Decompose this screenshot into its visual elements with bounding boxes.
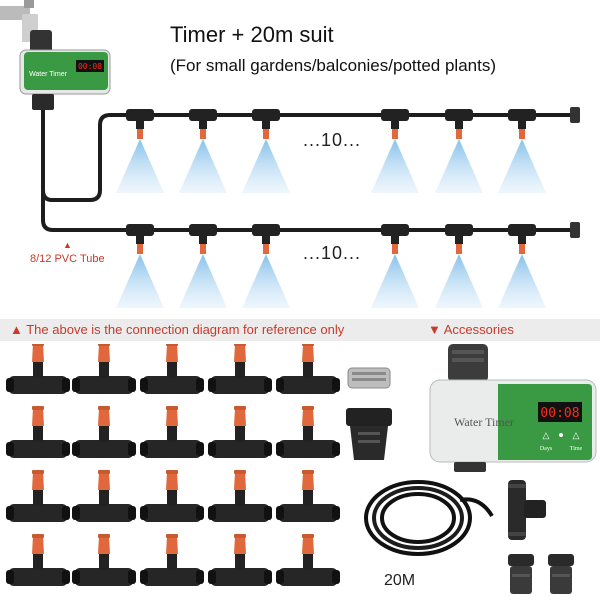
quick-connector-icon (346, 408, 392, 460)
end-plug-icon (548, 554, 574, 594)
timer-large-display: 00:08 (540, 406, 579, 421)
timer-indicator-dot (559, 433, 563, 437)
timer-time-icon: △ (573, 430, 580, 440)
connection-diagram: 00:08 Water Timer ...10... ...10... (0, 0, 580, 308)
lower-row-count-label: ...10... (303, 243, 361, 263)
page-subtitle: (For small gardens/balconies/potted plan… (170, 56, 496, 75)
timer-days-icon: △ (543, 430, 550, 440)
hose-coil-icon (364, 480, 494, 556)
end-plug-icon (508, 554, 534, 594)
timer-large: 00:08 Water Timer △ △ Days Time (429, 344, 597, 472)
lower-row-sprinklers (116, 222, 580, 308)
sprinkler-part-icon (6, 406, 340, 458)
thread-adapter-icon (347, 367, 391, 389)
sprinkler-parts-grid (6, 344, 340, 586)
upper-row-sprinklers (116, 107, 580, 193)
timer-small-label: Water Timer (29, 71, 68, 78)
timer-time-label: Time (570, 446, 583, 452)
tube-label: 8/12 PVC Tube (30, 253, 105, 265)
accessories-title: ▼ Accessories (428, 322, 514, 337)
timer-large-label: Water Timer (454, 415, 514, 429)
hose-length-label: 20M (384, 572, 416, 589)
tube-arrow-icon: ▲ (63, 240, 72, 250)
timer-days-label: Days (540, 446, 553, 452)
sprinkler-part-icon (6, 470, 340, 522)
adapter-parts (346, 367, 392, 460)
timer-small-icon: 00:08 Water Timer (19, 30, 111, 110)
reference-note: ▲ The above is the connection diagram fo… (10, 322, 345, 337)
fittings (508, 480, 574, 594)
tee-fitting-icon (508, 480, 546, 540)
section-band (0, 319, 600, 341)
upper-row-count-label: ...10... (303, 130, 361, 150)
page-title: Timer + 20m suit (170, 22, 334, 47)
sprinkler-part-icon (6, 534, 340, 586)
timer-small-display: 00:08 (78, 62, 102, 71)
sprinkler-part-icon (6, 344, 340, 394)
